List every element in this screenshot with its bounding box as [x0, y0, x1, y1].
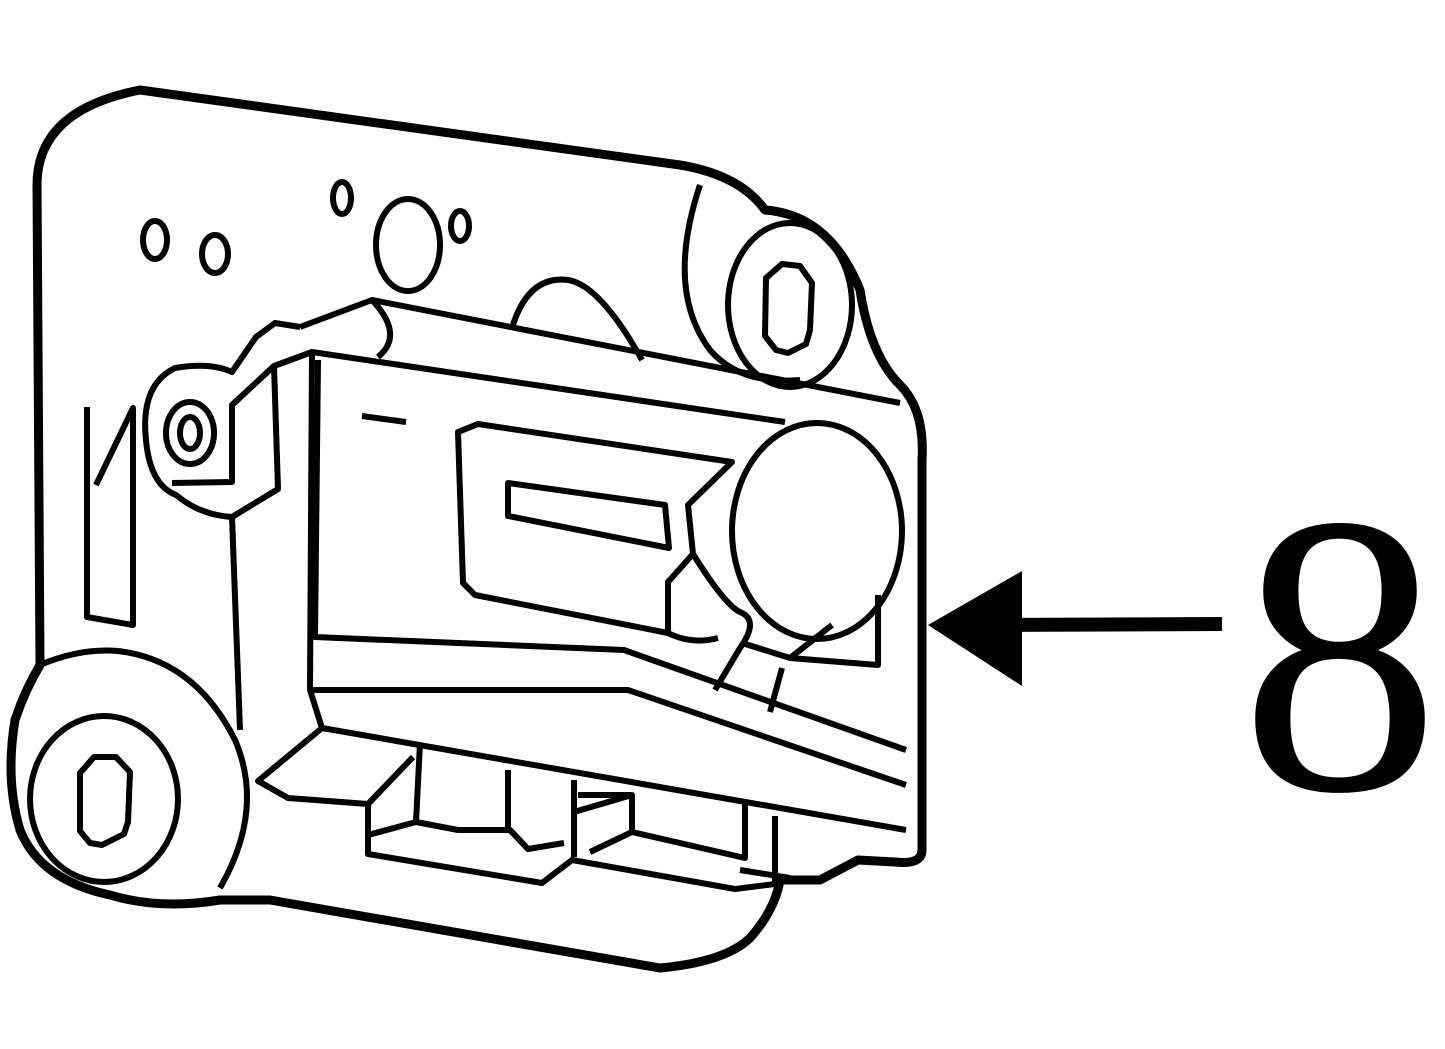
main-body-front	[307, 351, 907, 788]
top-roller-slot	[762, 261, 815, 356]
upper-plate-notch	[369, 297, 394, 360]
lower-base-strip	[307, 689, 907, 833]
left-side-rail	[84, 405, 136, 628]
hole-2	[199, 232, 231, 276]
main-body-top	[272, 349, 786, 425]
hole-3	[330, 179, 354, 217]
left-bracket-hole	[163, 399, 217, 467]
bottom-roller-outline	[38, 647, 250, 890]
panel-window	[455, 421, 735, 636]
hump	[509, 276, 645, 362]
dial-linkage	[690, 552, 753, 692]
hole-1	[140, 218, 170, 262]
callout-number: 8	[1240, 433, 1440, 876]
dial-bracket	[741, 595, 881, 713]
left-bracket-leg	[229, 516, 243, 731]
lower-base-left	[255, 725, 416, 807]
lower-teeth	[365, 742, 778, 892]
callout-arrow-line	[999, 617, 1223, 632]
panel-foot	[666, 630, 719, 644]
left-bracket	[142, 320, 301, 520]
bottom-roller-slot	[77, 754, 133, 848]
left-bracket-hole-inner	[177, 414, 203, 452]
main-body-slot	[361, 413, 407, 425]
main-body-left	[312, 359, 908, 753]
hole-4	[373, 196, 443, 294]
lower-right-step	[739, 867, 791, 881]
housing-plate	[6, 85, 927, 973]
bottom-roller	[27, 713, 181, 885]
top-roller	[725, 220, 855, 390]
hole-5	[448, 208, 472, 244]
panel-slot	[505, 480, 672, 551]
callout-arrow-head	[928, 571, 1022, 686]
